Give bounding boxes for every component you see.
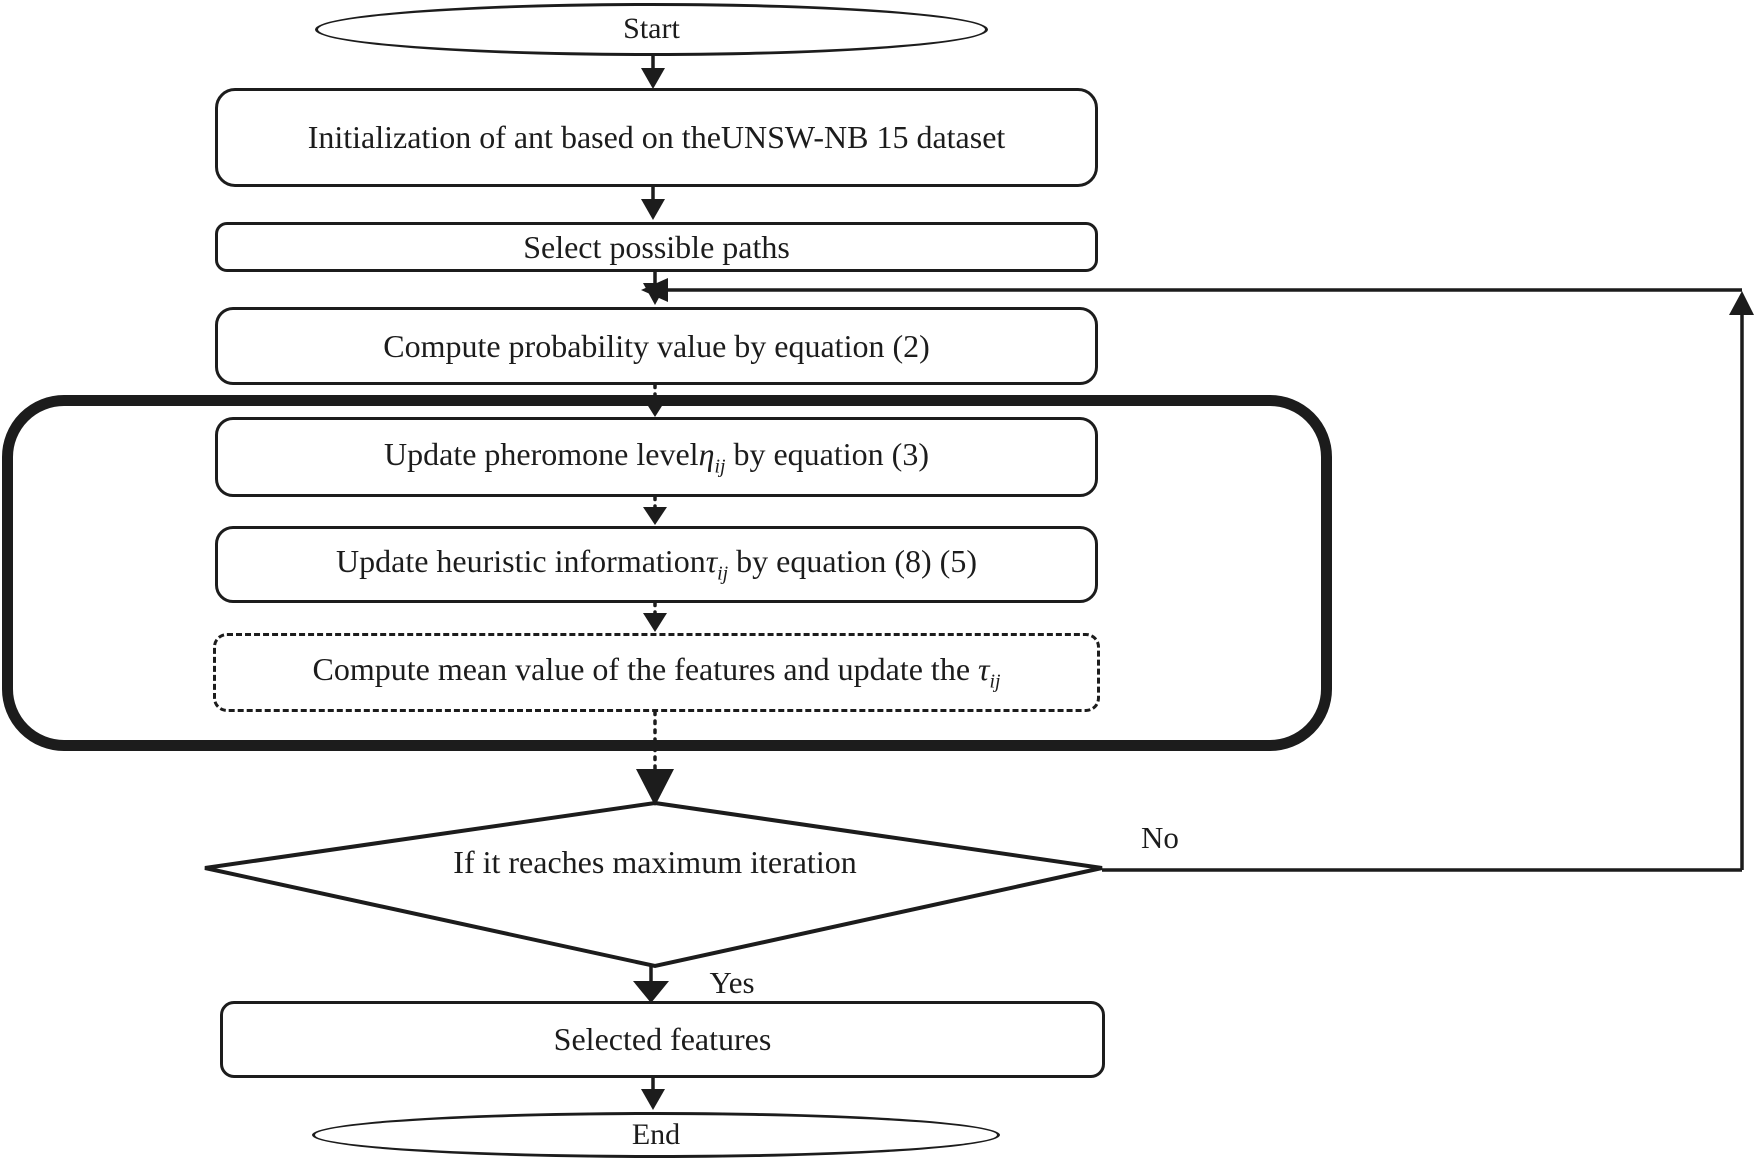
compute-probability-box: Compute probability value by equation (2… [215,307,1098,385]
init-label: Initialization of ant based on theUNSW-N… [307,119,1006,156]
arrow-heuristic-to-mean [643,601,667,632]
update-pheromone-box: Update pheromone levelηij by equation (3… [215,417,1098,497]
compute-mean-box: Compute mean value of the features and u… [213,633,1100,712]
start-label: Start [623,12,680,46]
update-pheromone-label: Update pheromone levelηij by equation (3… [384,435,929,478]
loop-group-frame [2,395,1332,751]
select-paths-box: Select possible paths [215,222,1098,272]
decision-label: If it reaches maximum iteration [453,844,857,880]
compute-mean-label: Compute mean value of the features and u… [312,651,1001,693]
selected-features-box: Selected features [220,1001,1105,1078]
start-terminator: Start [315,3,988,56]
select-paths-label: Select possible paths [523,228,790,265]
update-heuristic-label: Update heuristic informationτij by equat… [336,543,977,585]
end-label: End [631,1117,681,1151]
branch-label-yes: Yes [709,965,755,1000]
init-process-box: Initialization of ant based on theUNSW-N… [215,88,1098,187]
arrow-mean-to-decision [636,710,674,806]
branch-label-no: No [1141,820,1179,855]
selected-features-label: Selected features [553,1021,772,1058]
arrow-init-to-select [641,187,665,220]
arrow-decision-to-selected [633,966,669,1003]
end-terminator: End [312,1112,1000,1158]
decision-diamond [204,800,1103,969]
arrow-pheromone-to-heuristic [643,495,667,525]
update-heuristic-box: Update heuristic informationτij by equat… [215,526,1098,603]
loopback-return-line [641,278,1754,872]
arrow-compute-to-pheromone [643,383,667,417]
arrow-selected-to-end [641,1078,665,1110]
arrow-start-to-init [641,56,665,89]
compute-probability-label: Compute probability value by equation (2… [383,327,930,364]
